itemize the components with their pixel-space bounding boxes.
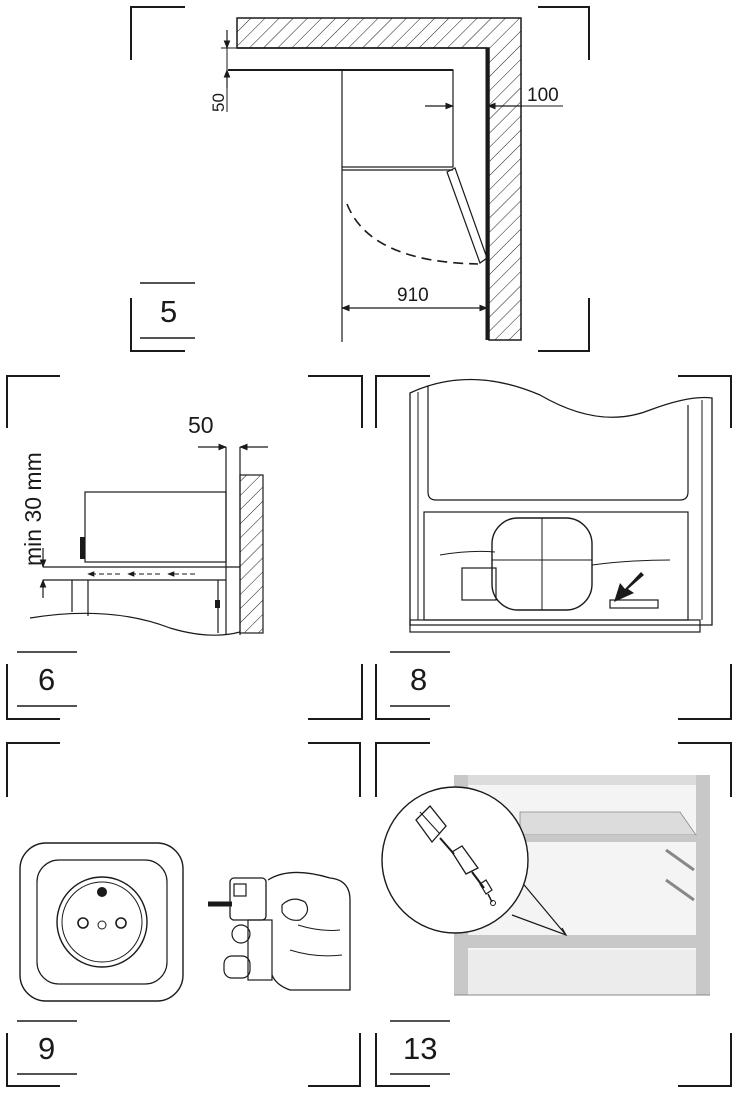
svg-text:min 30 mm: min 30 mm (20, 452, 46, 566)
plug-icon (208, 871, 351, 991)
svg-text:910: 910 (397, 285, 429, 306)
svg-text:50: 50 (209, 93, 228, 112)
dimension-50-horizontal: 50 (188, 412, 268, 451)
wall-hatched (236, 17, 522, 341)
dimension-min-30mm: min 30 mm (20, 452, 47, 598)
condenser-frame (427, 386, 689, 501)
detail-callout (381, 786, 568, 937)
svg-text:50: 50 (188, 412, 214, 438)
door-swing-arc (346, 203, 479, 265)
dimension-100: 100 (425, 85, 563, 110)
figure-number-8: 8 (410, 662, 427, 697)
figure-5: 5 50 100 910 (130, 6, 590, 352)
svg-text:100: 100 (527, 85, 559, 106)
dimension-910: 910 (341, 285, 488, 312)
figure-number-6: 6 (38, 662, 55, 697)
hand-outline (267, 871, 351, 991)
corner-brackets (130, 6, 590, 352)
socket-icon (19, 842, 184, 1002)
figure-number-9: 9 (38, 1031, 55, 1066)
compressor (439, 517, 671, 611)
corner-brackets (375, 742, 732, 1087)
corner-brackets (6, 375, 363, 720)
compressor-compartment (423, 511, 689, 621)
handle (80, 537, 85, 559)
appliance-back (409, 378, 713, 626)
drip-tray (609, 599, 659, 609)
corner-brackets (375, 375, 732, 720)
corner-brackets (6, 742, 361, 1087)
base-plate (409, 619, 701, 633)
figure-13: 13 (375, 742, 732, 1087)
figure-number-5: 5 (160, 294, 177, 329)
arrow-pointer-icon (614, 572, 644, 602)
appliance-body (341, 69, 454, 168)
figure-9: 9 (6, 742, 361, 1087)
appliance-box (84, 491, 227, 563)
figure-number-13: 13 (403, 1031, 437, 1066)
figure-8: 8 (375, 375, 732, 720)
dimension-50-vertical: 50 (209, 30, 240, 112)
figure-6: 6 50 min 30 mm (6, 375, 363, 720)
hinge-pin-icon (415, 805, 496, 906)
open-door (446, 167, 488, 264)
wall-hatched (239, 474, 264, 634)
break-line (29, 612, 241, 636)
